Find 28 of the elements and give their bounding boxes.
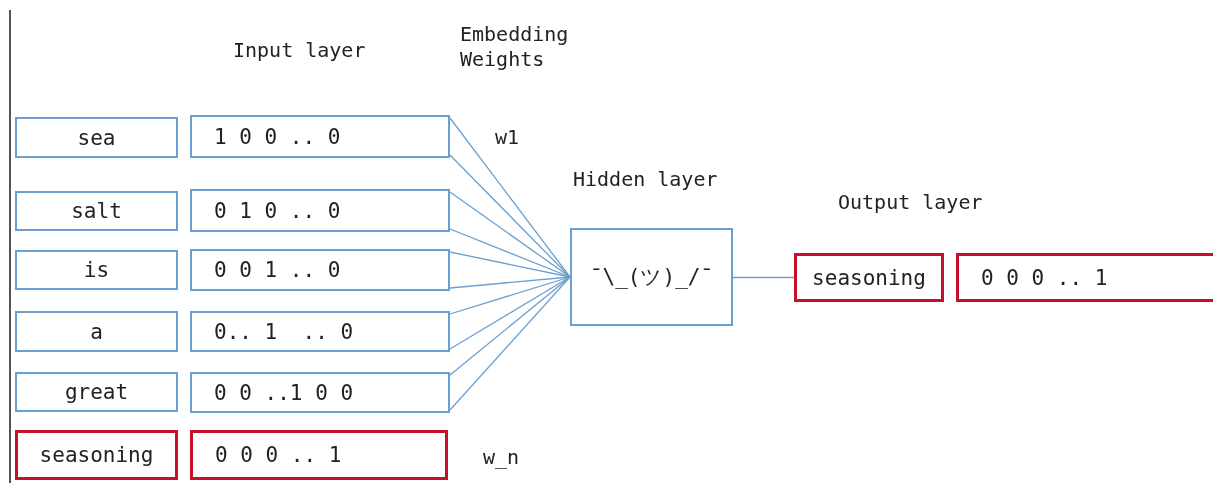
connector-line [449,117,571,278]
connector-line [732,276,795,279]
word-box: a [15,311,178,352]
word-box: is [15,250,178,290]
connector-line [449,276,571,376]
hidden-layer-box: ¯\_(ツ)_/¯ [570,228,733,326]
weight-label: w_n [483,445,520,470]
layer-heading: Output layer [838,190,983,215]
vector-box: 0 0 1 .. 0 [190,249,450,291]
word-box: great [15,372,178,412]
word-box: sea [15,117,178,158]
layer-heading: Input layer [233,38,366,63]
vector-box: 0 1 0 .. 0 [190,189,450,232]
connector-line [449,276,571,411]
vector-box: 0 0 0 .. 1 [190,430,448,480]
vector-box: 0.. 1 .. 0 [190,311,450,352]
layer-heading: Hidden layer [573,167,718,192]
connector-line [449,251,571,278]
word-box: salt [15,191,178,231]
vector-box: 0 0 ..1 0 0 [190,372,450,413]
vector-box: 1 0 0 .. 0 [190,115,450,158]
connector-line [449,191,571,278]
layer-heading: Embedding Weights [460,22,570,72]
vector-box: 0 0 0 .. 1 [956,253,1213,302]
word-box: seasoning [15,430,178,480]
connector-line [449,276,571,289]
weight-label: w1 [495,125,520,150]
word-box: seasoning [794,253,944,302]
